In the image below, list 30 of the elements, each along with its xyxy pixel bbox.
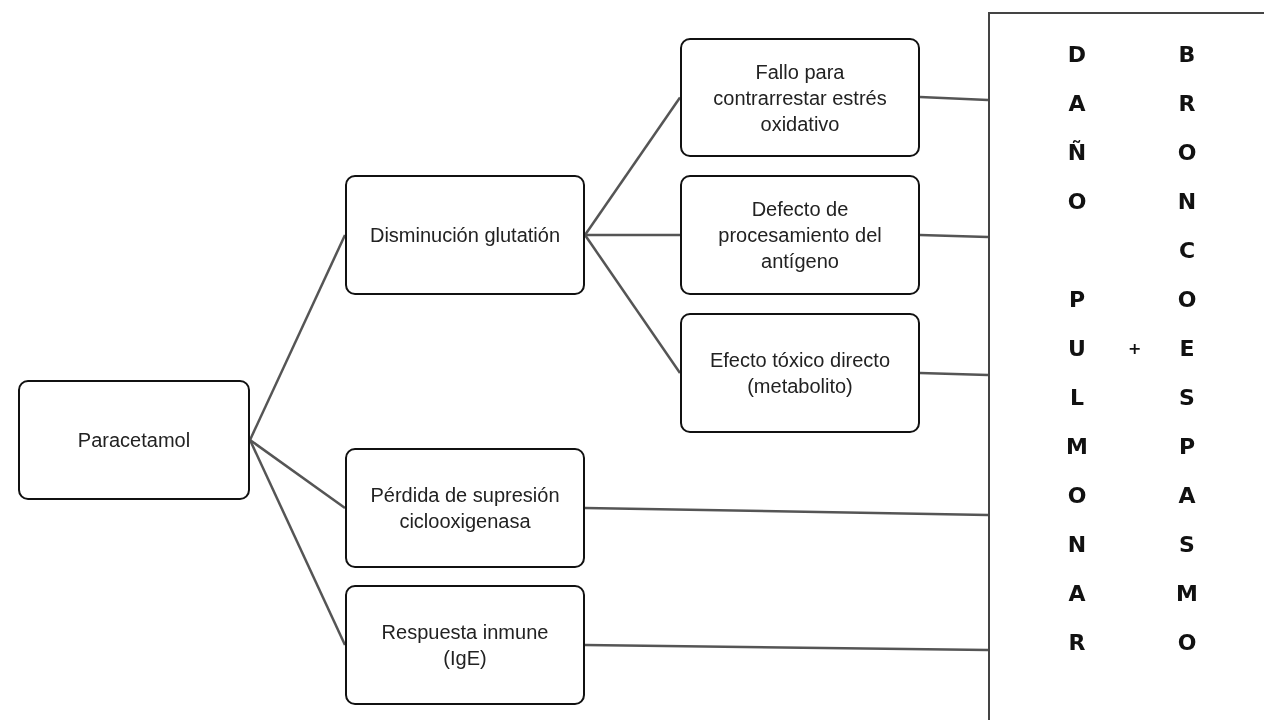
box-label: Paracetamol bbox=[76, 428, 192, 453]
box-label: Defecto de procesamiento del antígeno bbox=[717, 197, 883, 274]
box-label: Efecto tóxico directo (metabolito) bbox=[708, 348, 892, 399]
connector-line bbox=[249, 439, 346, 509]
process-box bbox=[680, 175, 920, 295]
box-label: Fallo para contrarrestar estrés oxidativo bbox=[712, 59, 888, 137]
vertical-label: DAÑO bbox=[1066, 41, 1088, 216]
process-box bbox=[680, 38, 920, 157]
connector-line bbox=[919, 95, 989, 102]
plus-sign: + bbox=[1128, 339, 1142, 358]
process-box bbox=[345, 448, 585, 568]
connector-line bbox=[584, 506, 989, 517]
outcome-box bbox=[988, 12, 1264, 720]
process-box bbox=[18, 380, 250, 500]
connector-line bbox=[248, 439, 347, 646]
process-box bbox=[345, 175, 585, 295]
connector-line bbox=[583, 96, 682, 236]
process-box bbox=[680, 313, 920, 433]
vertical-label: BRONCOESPASMO bbox=[1176, 41, 1198, 657]
box-label: Disminución glutatión bbox=[368, 223, 562, 248]
connector-line bbox=[583, 234, 682, 374]
connector-line bbox=[919, 371, 989, 377]
connector-line bbox=[585, 233, 680, 237]
vertical-label: PULMONAR bbox=[1066, 286, 1088, 657]
process-box bbox=[345, 585, 585, 705]
connector-line bbox=[585, 643, 988, 652]
connector-line bbox=[248, 234, 347, 441]
box-label: Pérdida de supresión ciclooxigenasa bbox=[369, 483, 561, 534]
connector-line bbox=[919, 233, 989, 239]
box-label: Respuesta inmune (IgE) bbox=[380, 620, 550, 671]
